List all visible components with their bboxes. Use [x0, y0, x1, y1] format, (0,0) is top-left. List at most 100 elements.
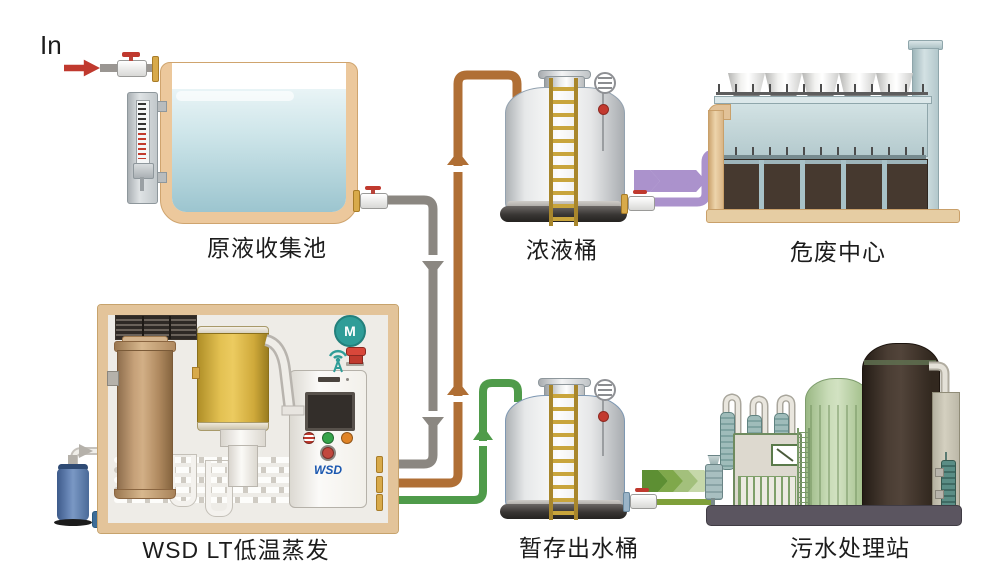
flow-arrow-right-icon: [79, 444, 93, 458]
pool-outlet-valve-stem: [371, 189, 375, 194]
level-gauge: [127, 92, 158, 204]
outlet-valve: [630, 494, 657, 509]
collection-pool-water: [172, 89, 346, 212]
bay-divider: [841, 160, 846, 210]
hazwaste-center-label: 危废中心: [790, 239, 886, 265]
estop-base: [346, 362, 364, 366]
thermometer-bulb: [598, 104, 609, 115]
pool-outlet-flange: [353, 190, 360, 212]
chevron-icon: [673, 470, 699, 492]
chevron-icon: [634, 170, 660, 192]
flow-chevrons-purple: [634, 170, 714, 192]
concentrate-outlet-valve: [628, 196, 655, 211]
evaporator-label: WSD LT低温蒸发: [142, 537, 330, 563]
concentrate-outlet-valve-handle: [633, 190, 647, 194]
collection-pool-label: 原液收集池: [207, 235, 327, 261]
pipe-evaporator-to-concentrate-tank: [390, 70, 522, 488]
flow-arrow-up-icon: [447, 151, 469, 165]
blue-tank-neck: [68, 455, 77, 468]
evaporator-unit: WSD M: [97, 304, 399, 534]
chevron-icon: [680, 170, 706, 192]
pipe-gap: [424, 411, 442, 417]
bay-divider: [759, 160, 764, 210]
u-pipe: [205, 460, 233, 517]
inlet-vessel-leg: [711, 498, 715, 508]
inlet-pipe: [100, 64, 118, 72]
chevron-icon: [642, 470, 668, 492]
thermometer-bulb: [598, 411, 609, 422]
flow-arrow-up-icon: [447, 381, 469, 395]
dark-tank-band: [864, 360, 936, 365]
mid-rail: [718, 155, 926, 159]
panel-nameplate: [318, 377, 340, 382]
brand-logo-text: WSD: [314, 463, 342, 477]
concentrate-outlet-flange: [621, 194, 628, 214]
bay-divider: [800, 160, 805, 210]
inlet-flange: [152, 56, 159, 82]
evaporator-port: [376, 456, 383, 473]
pipe-gap: [449, 396, 467, 402]
gauge-drain: [140, 177, 144, 191]
control-panel: WSD: [289, 370, 367, 508]
outlet-flange: [623, 492, 630, 512]
grille-divider: [142, 316, 144, 339]
flow-arrow-down-icon: [422, 417, 444, 431]
column-pipes: [722, 393, 796, 436]
dark-tank: [862, 343, 940, 509]
panel-led: [346, 378, 349, 381]
thermometer-stem: [602, 398, 604, 456]
funnel-rail-posts: [718, 84, 926, 93]
thermometer-gauge: [594, 379, 616, 401]
evaporator-port: [376, 494, 383, 511]
collection-pool-interior: [172, 63, 346, 212]
hazwaste-center: [706, 38, 960, 223]
funnel-rail: [716, 92, 928, 95]
pipe-gap: [424, 255, 442, 261]
bay-divider: [882, 160, 887, 210]
pipe-pool-to-evaporator: [388, 195, 438, 469]
station-ladder: [797, 428, 810, 507]
pipe-gap: [449, 166, 467, 172]
inlet-label: In: [40, 30, 62, 60]
u-pipe: [169, 454, 197, 507]
outlet-tank-ladder: [549, 385, 578, 520]
station-cabinet: [733, 433, 802, 511]
pool-outlet-valve-handle: [365, 186, 381, 190]
blue-tank-base: [54, 519, 92, 526]
chevron-icon: [650, 170, 676, 192]
button-red: [303, 432, 315, 444]
blue-tank-cap: [58, 464, 88, 471]
cabinet-vent: [738, 476, 796, 506]
flow-arrow-up-icon: [473, 426, 493, 440]
chevron-icon: [665, 170, 691, 192]
coil-row: [114, 457, 298, 463]
mid-rail-posts: [718, 147, 926, 156]
sight-glass: [136, 100, 150, 164]
vessel-tap: [192, 367, 200, 379]
estop-button: [346, 347, 366, 356]
gauge-ticks-red: [138, 133, 146, 159]
flow-arrow-down-icon: [422, 261, 444, 275]
pipe-evaporator-to-outlet-tank: [390, 379, 522, 504]
green-tank-ribs: [810, 405, 866, 506]
panel-screen: [305, 392, 355, 431]
inlet-valve-stem: [129, 55, 133, 61]
concentrate-tank-ladder: [549, 78, 578, 226]
chevron-icon: [658, 470, 684, 492]
exchanger-body: [117, 350, 173, 492]
exchanger-nozzle: [107, 371, 119, 386]
concentrate-tank-label: 浓液桶: [526, 237, 598, 263]
inlet-valve: [117, 60, 147, 77]
swan-neck-pipe: [264, 334, 305, 416]
outlet-tank-label: 暂存出水桶: [519, 535, 639, 561]
button-orange: [341, 432, 353, 444]
thermometer-gauge: [594, 72, 616, 94]
display-needle: [776, 448, 794, 462]
building-lower: [718, 159, 928, 211]
green-tank: [805, 378, 871, 509]
fitting-knob: [935, 468, 944, 477]
thermometer-stem: [602, 91, 604, 151]
sewage-station-label: 污水处理站: [790, 535, 910, 561]
fitting-knob: [935, 490, 944, 499]
